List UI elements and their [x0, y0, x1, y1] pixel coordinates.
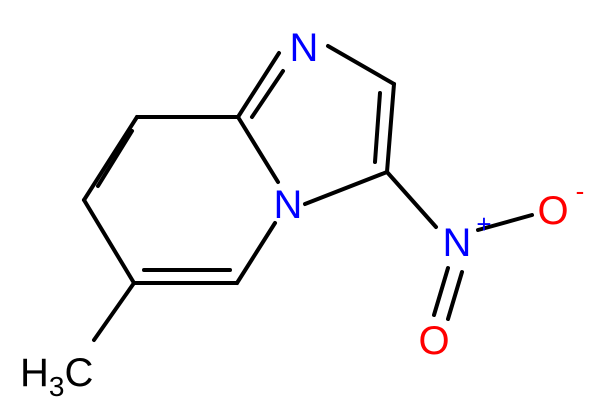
- bond-c8a-n1-inner: [250, 69, 285, 119]
- atom-label-group: N N N + O - O H3C: [20, 26, 584, 402]
- bond-nitro-n-o-double-b: [446, 270, 464, 321]
- atom-n1-label: N: [290, 26, 319, 70]
- atom-nitro-n-charge: +: [476, 209, 491, 239]
- atom-n4-label: N: [274, 183, 303, 227]
- bond-n4-c8a: [236, 115, 280, 184]
- bond-c3-nitro-n: [385, 170, 438, 229]
- bond-c5-n4: [235, 221, 277, 285]
- atom-nitro-n-label: N: [443, 221, 472, 265]
- methyl-label: H3C: [20, 351, 93, 402]
- methyl-h: H: [20, 351, 49, 395]
- bond-c2-c3-inner: [373, 91, 382, 164]
- bond-c6-methyl: [92, 281, 136, 342]
- bond-nitro-n-o-minus: [476, 213, 534, 232]
- bond-c7-c6: [82, 198, 136, 285]
- atom-o-minus: O -: [537, 176, 584, 233]
- bond-group: [82, 44, 534, 342]
- atom-nitro-n: N +: [443, 209, 492, 265]
- atom-o-double-label: O: [418, 319, 449, 363]
- bond-c8a-n1-double: [236, 51, 281, 119]
- bond-c2-c3-double: [385, 82, 396, 174]
- bond-c8-c7-inner: [96, 129, 134, 188]
- methyl-c: C: [64, 351, 93, 395]
- bond-n1-c2: [326, 44, 396, 86]
- bond-nitro-n-o-double-a: [432, 266, 450, 317]
- atom-o-minus-label: O: [537, 189, 568, 233]
- methyl-h-count: 3: [49, 371, 65, 402]
- bond-c3-n4: [303, 170, 389, 206]
- atom-o-minus-charge: -: [576, 176, 585, 206]
- bond-c8-c7: [82, 115, 139, 202]
